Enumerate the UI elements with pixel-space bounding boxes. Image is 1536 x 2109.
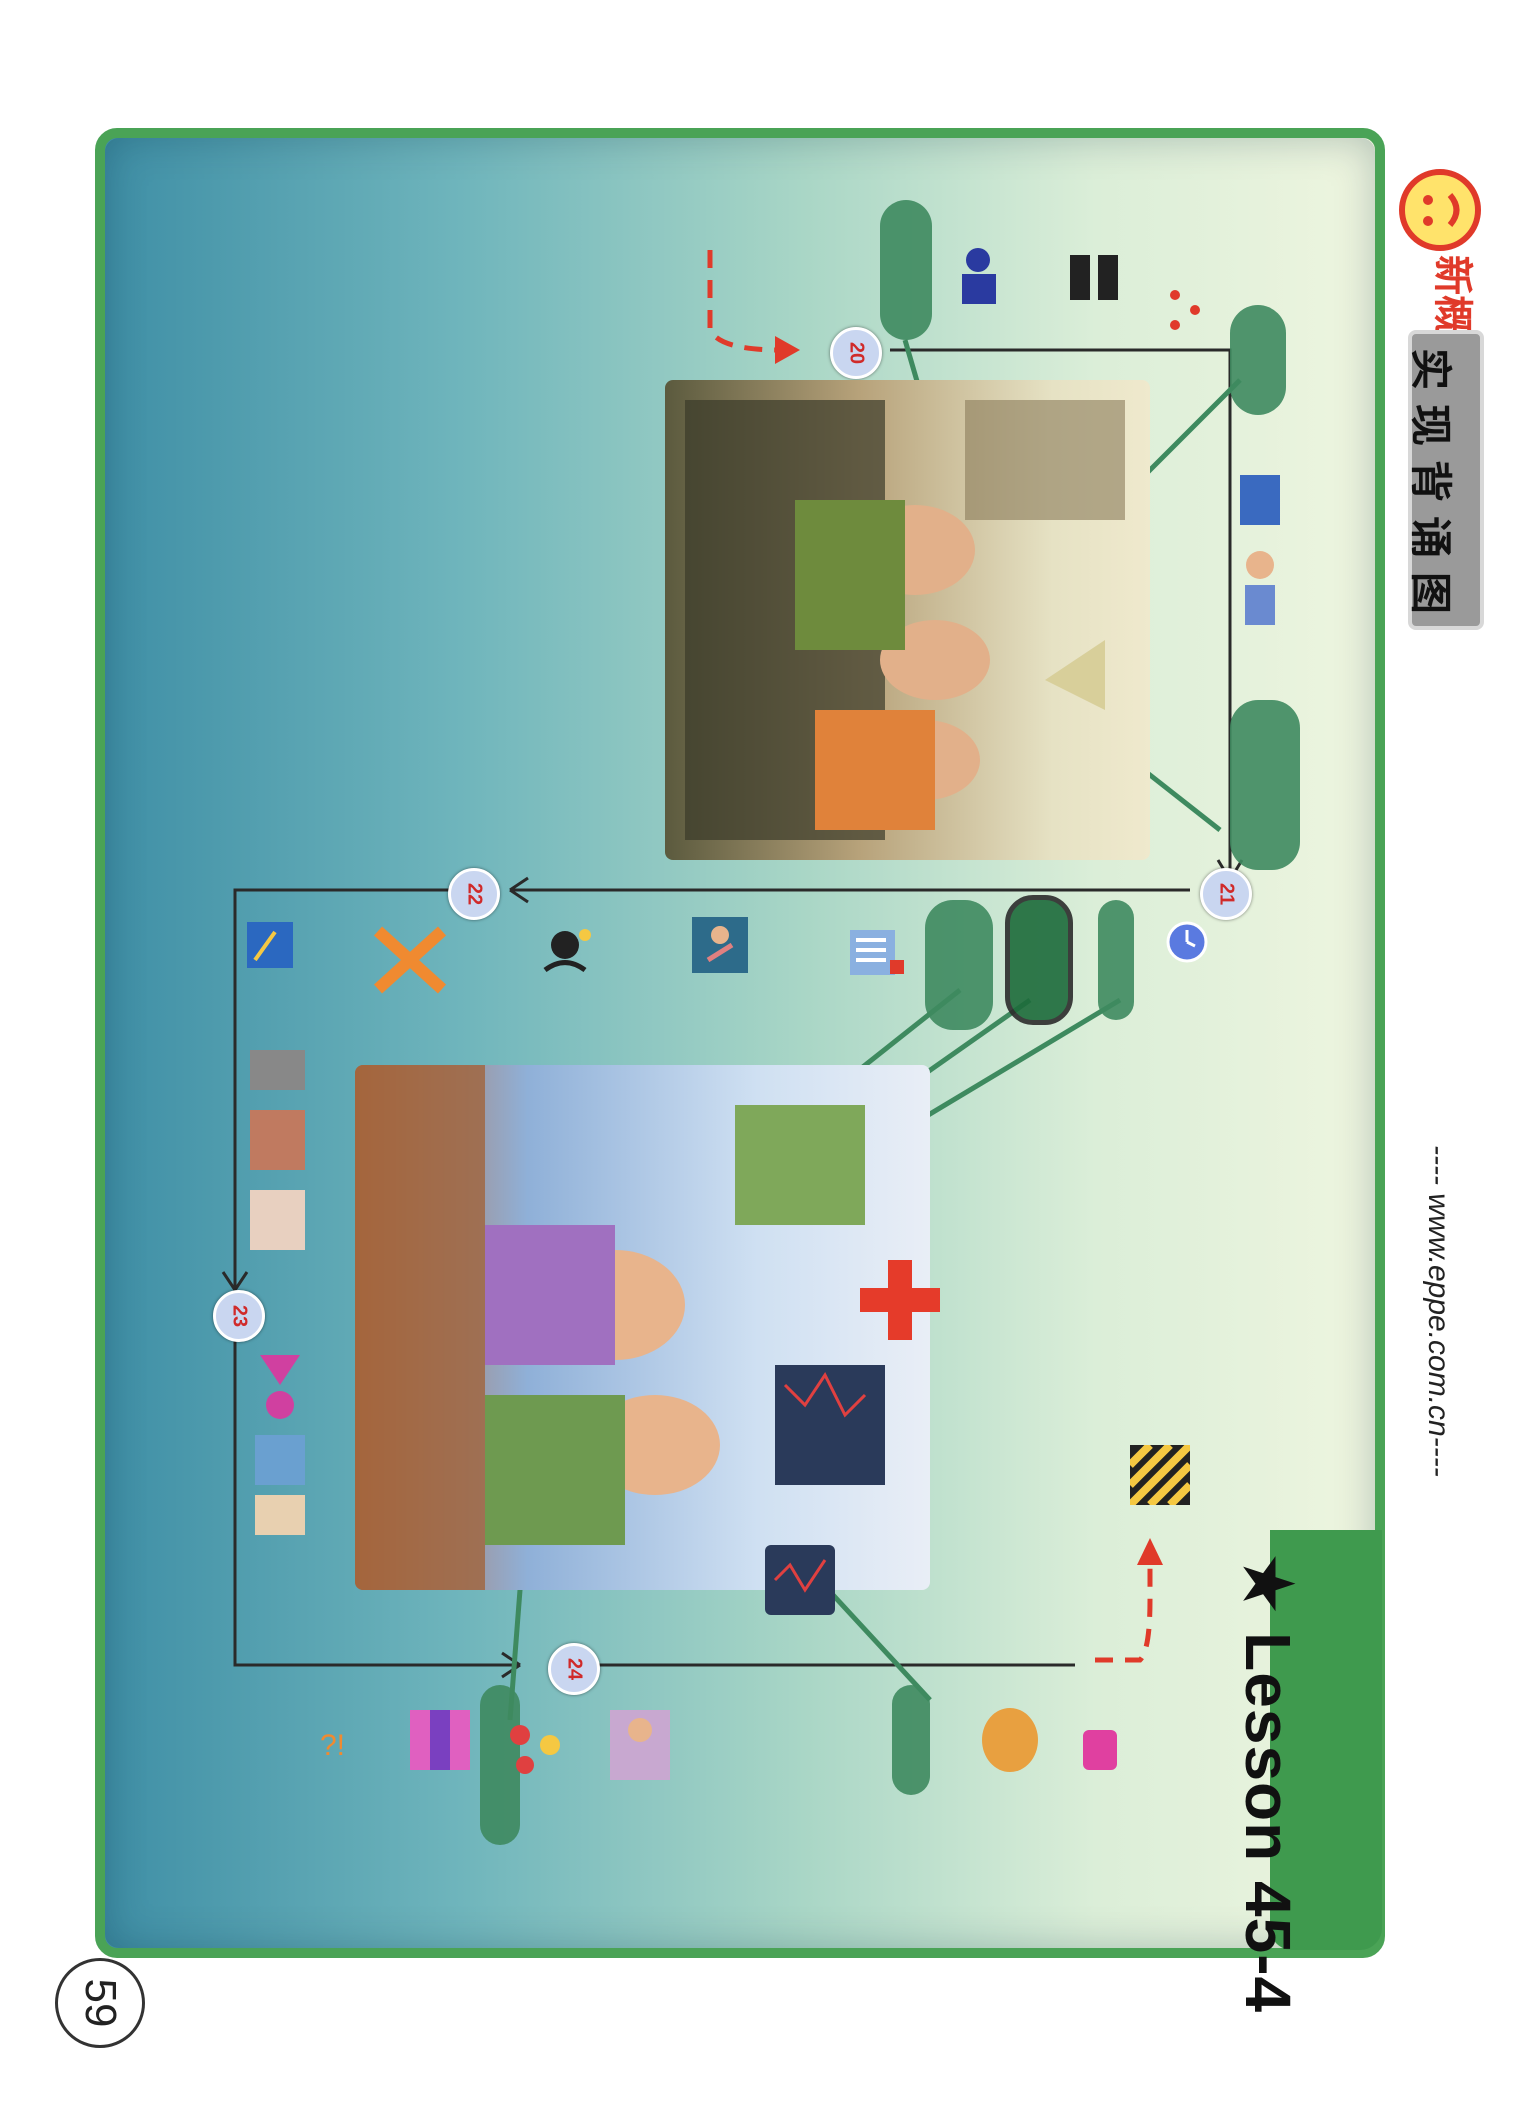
robber-icon — [530, 915, 600, 995]
smile-logo-icon — [1399, 169, 1481, 251]
blank-pill-5-highlight — [1005, 895, 1073, 1025]
doctor-hospital-icon — [840, 920, 910, 990]
page-number: 59 — [55, 1958, 145, 2048]
reporters-scene-image — [665, 380, 1150, 860]
shapes-sequence-icon — [240, 1345, 320, 1545]
phone-icon — [1075, 1720, 1125, 1780]
dots-icon — [1165, 285, 1205, 335]
marker-22: 22 — [448, 868, 500, 920]
section-tag — [1408, 330, 1484, 630]
blank-pill-1 — [880, 200, 932, 340]
hospital-tv-scene-image — [355, 1065, 930, 1590]
tv-monitor-icon — [760, 1540, 840, 1630]
marker-20: 20 — [830, 327, 882, 379]
marker-21: 21 — [1200, 868, 1252, 920]
cross-red-icon — [860, 1260, 940, 1340]
blank-pill-2 — [1230, 305, 1286, 415]
tiger-icon — [975, 1700, 1045, 1780]
pink-gift-icon — [400, 1700, 480, 1780]
brand-logo — [1395, 165, 1485, 255]
family-icon — [600, 1700, 680, 1790]
blank-pill-4 — [925, 900, 993, 1030]
people-sequence-icon — [240, 1030, 320, 1260]
blank-pill-6 — [1098, 900, 1134, 1020]
svg-text:?!: ?! — [320, 1729, 345, 1762]
meeting-people-icon — [1230, 435, 1290, 635]
clock-icon — [1165, 920, 1209, 964]
reporters-scene-drawing — [685, 400, 1125, 840]
hazard-sign-icon — [1130, 1445, 1190, 1505]
marker-23: 23 — [213, 1290, 265, 1342]
hospital-tv-scene-drawing — [355, 1065, 885, 1590]
reporters-camera-icon — [940, 240, 1015, 315]
blank-pill-7 — [480, 1685, 520, 1845]
cross-icon — [370, 925, 450, 995]
lesson-tab — [1270, 1530, 1382, 1950]
blank-pill-3 — [1230, 700, 1300, 870]
question-exclaim-icon: ?! — [310, 1710, 380, 1780]
wheelchair-icon — [245, 920, 295, 970]
suit-person-icon — [1060, 240, 1130, 310]
marker-24: 24 — [548, 1643, 600, 1695]
key-icon — [690, 915, 750, 975]
blank-pill-8 — [892, 1685, 930, 1795]
balloons-icon — [500, 1715, 570, 1785]
